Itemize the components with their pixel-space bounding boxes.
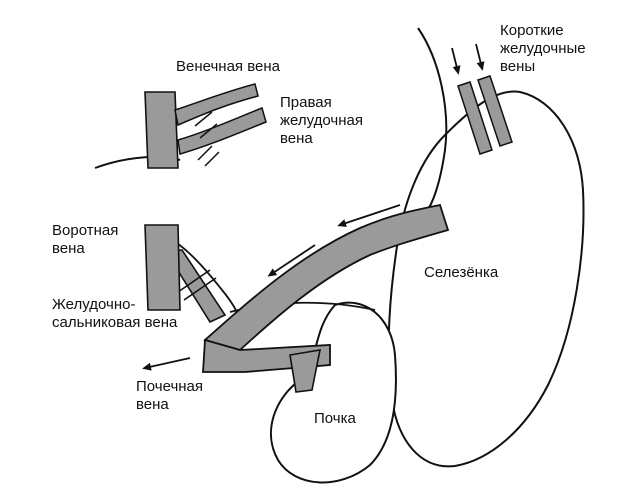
splenic-vein xyxy=(203,203,450,352)
spleen-label: Селезёнка xyxy=(424,264,499,281)
short-gastric-label: Короткие желудочные вены xyxy=(500,22,586,76)
coronary-branch xyxy=(174,83,259,127)
right-gastric-label: Правая желудочная вена xyxy=(280,94,363,147)
short-gastric-line2: желудочные xyxy=(500,40,586,57)
kidney-label: Почка xyxy=(314,410,356,427)
flow-arrow-3 xyxy=(337,204,401,227)
renal-vein-label: Почечная вена xyxy=(136,378,204,413)
kidney-outline xyxy=(269,301,397,484)
renal-vein-stub xyxy=(289,349,322,393)
gastroepiploic-label: Желудочно- сальниковая вена xyxy=(52,296,178,331)
short-gastric-vein-1 xyxy=(457,81,493,155)
coronary-column xyxy=(144,91,179,169)
coronary-vein-label: Венечная вена xyxy=(176,58,280,75)
short-gastric-line1: Короткие xyxy=(500,22,564,39)
short-gastric-vein-2 xyxy=(477,75,513,147)
flow-arrow-4 xyxy=(267,244,316,277)
flow-arrow-2 xyxy=(475,43,485,71)
portal-vein-label: Воротная вена xyxy=(52,222,119,257)
flow-arrow-1 xyxy=(451,47,461,75)
flow-arrow-5 xyxy=(142,357,191,371)
stomach-curve xyxy=(417,27,448,213)
right-gastric-branch xyxy=(177,106,267,155)
short-gastric-line3: вены xyxy=(500,58,536,75)
portal-column xyxy=(144,224,181,311)
